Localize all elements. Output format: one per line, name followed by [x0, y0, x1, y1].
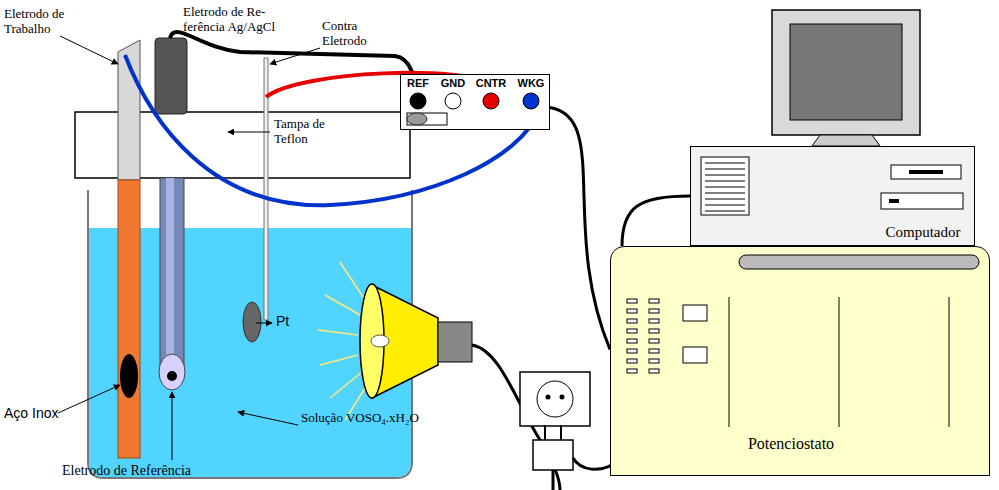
lamp-reflector	[372, 285, 438, 398]
monitor-screen	[790, 24, 902, 120]
callout-label: Eletrodo de Referência	[62, 463, 242, 478]
monitor-stand	[812, 135, 880, 146]
callout-label: Eletrodo de Trabalho	[4, 6, 84, 36]
reference-wire	[170, 32, 417, 109]
callout-label: Eletrodo de Re- ferência Ag/AgCl	[183, 4, 301, 34]
leader	[58, 385, 120, 413]
terminal-name: GND	[441, 77, 465, 89]
device-name: Computador	[886, 224, 961, 241]
callout-label: Tampa de Teflon	[274, 116, 344, 146]
callout-label: Pt	[276, 314, 306, 329]
terminal-name: REF	[407, 77, 429, 89]
cable	[622, 196, 690, 246]
device-name: Potenciostato	[748, 435, 834, 453]
reference-shine	[166, 178, 174, 368]
lamp-socket	[438, 322, 472, 362]
terminal-panel: REF GND CNTR WKG	[400, 74, 550, 130]
terminal-name: WKG	[518, 77, 545, 89]
leader	[256, 323, 272, 324]
stainless-sample	[120, 354, 138, 398]
computer-case: Computador	[690, 146, 975, 246]
reference-electrode-cap	[155, 38, 187, 114]
cable	[550, 108, 610, 350]
socket-face	[537, 381, 573, 417]
working-electrode	[118, 180, 140, 458]
reference-electrode-tube	[160, 178, 184, 368]
callout-label: Contra Eletrodo	[322, 18, 392, 48]
pt-plate	[243, 302, 261, 342]
leader	[228, 132, 270, 133]
power-plug	[533, 440, 573, 470]
potentiostat-box: Potenciostato	[610, 246, 990, 476]
monitor	[772, 10, 920, 135]
leader	[270, 48, 320, 64]
leader	[238, 412, 298, 425]
reference-bulb	[159, 354, 185, 390]
leader	[60, 36, 118, 64]
terminal-name: CNTR	[476, 77, 507, 89]
leader	[172, 392, 173, 460]
lamp-bulb	[371, 335, 389, 347]
working-cable	[125, 55, 540, 205]
callout-label: Aço Inox	[4, 406, 74, 421]
callout-label: Solução VOSO₄.xH₂O	[301, 410, 441, 425]
wall-socket	[520, 372, 590, 426]
reference-junction	[167, 371, 177, 381]
